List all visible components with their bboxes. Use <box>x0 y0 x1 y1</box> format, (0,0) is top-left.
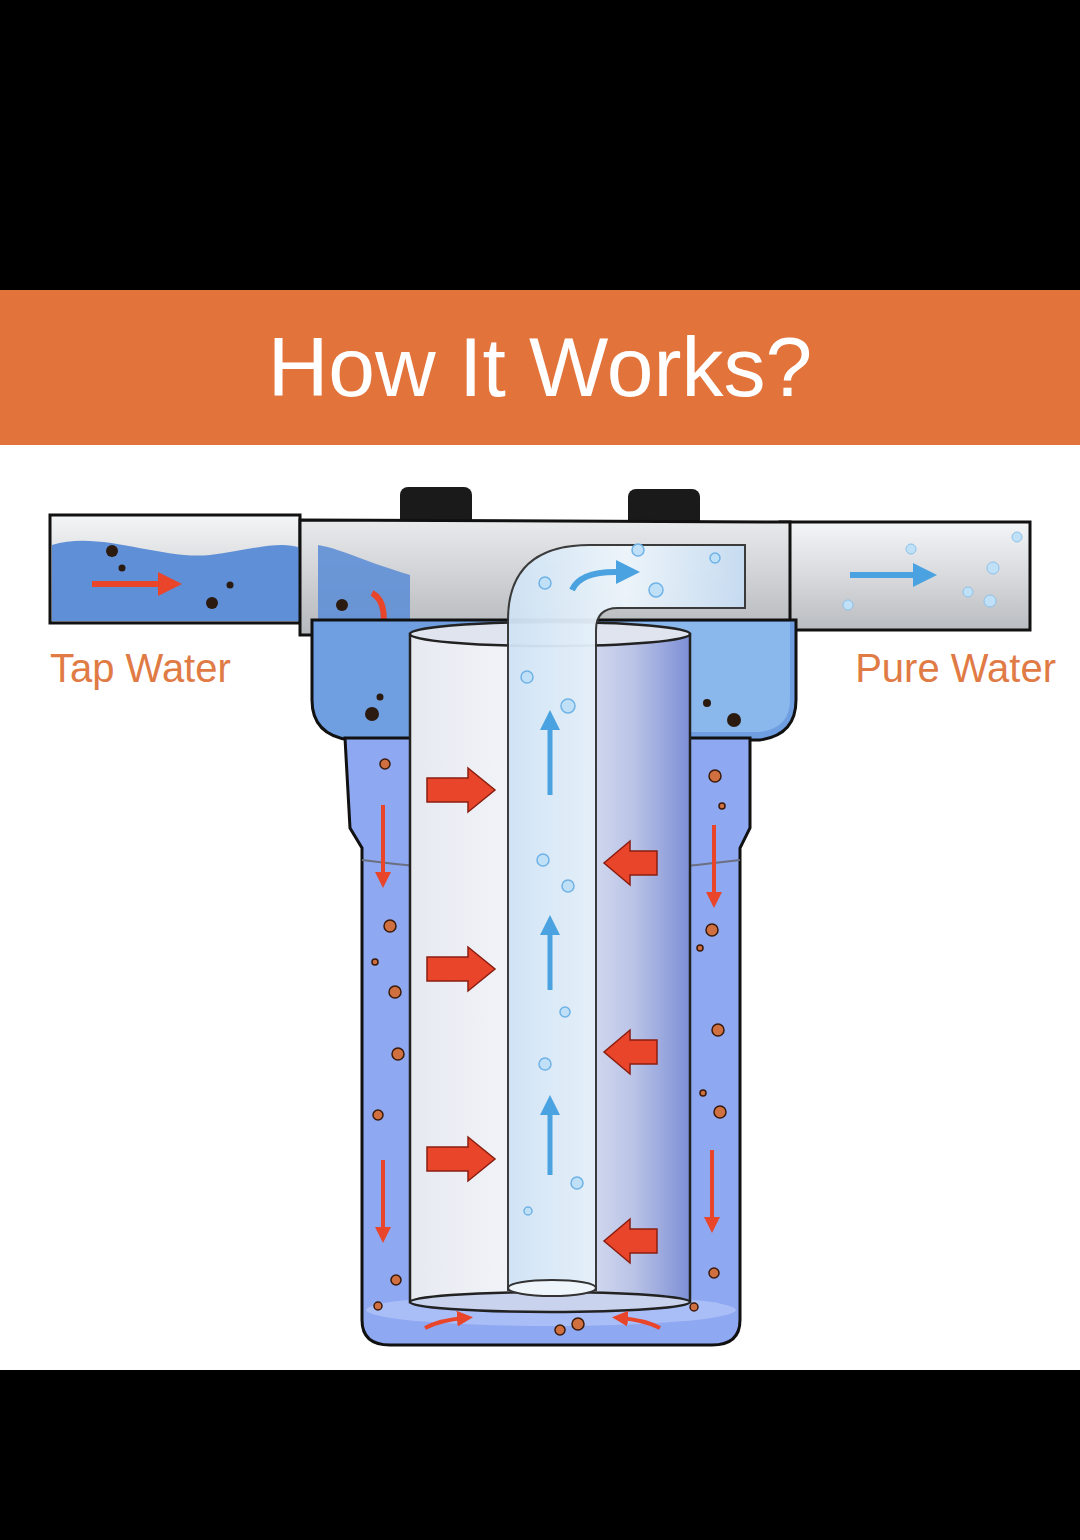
downflow-arrows <box>383 805 714 1328</box>
pipe-label: Pure Water <box>855 646 1056 691</box>
top-band <box>0 0 1080 290</box>
sediment-dots <box>372 759 726 1335</box>
flow-arrows <box>427 768 657 1263</box>
pipe-label: Tap Water <box>50 646 231 691</box>
bottom-band <box>0 1370 1080 1540</box>
outlet-pipe <box>780 522 1030 630</box>
center-tube <box>508 544 745 1296</box>
title: How It Works? <box>0 290 1080 445</box>
inlet-pipe <box>50 515 300 623</box>
